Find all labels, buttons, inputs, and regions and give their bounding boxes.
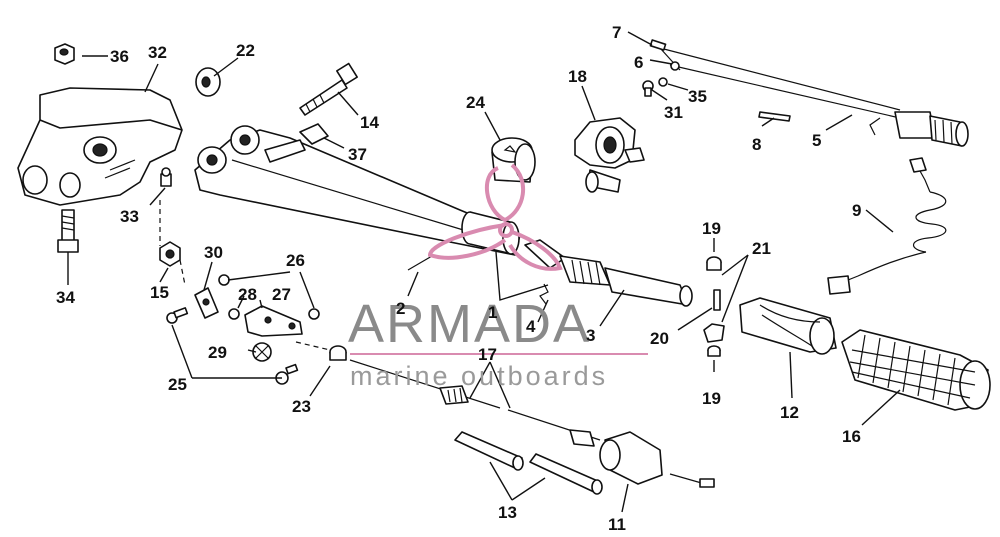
callout-19-bottom: 19 [702,389,721,408]
weight-11 [599,431,663,485]
callout-35: 35 [688,87,707,106]
pin-20 [713,289,721,311]
washer-26-right [308,308,320,320]
callout-22: 22 [236,41,255,60]
callout-1: 1 [488,303,497,322]
pin-2 [407,255,433,271]
callout-19-top: 19 [702,219,721,238]
grease-fitting-33 [160,167,172,187]
callout-29: 29 [208,343,227,362]
washer-22 [195,67,221,97]
callout-30: 30 [204,243,223,262]
cap-21 [703,323,725,343]
washer-28 [228,308,240,320]
leader-lines [67,31,901,513]
callout-32: 32 [148,43,167,62]
spacer-23 [329,345,347,361]
screw-31 [642,80,654,97]
spring-4 [539,283,549,305]
callout-11: 11 [608,515,626,534]
washer-35 [658,77,668,87]
callout-8: 8 [752,135,761,154]
screw-25-bottom [275,363,299,385]
bushing-19-bottom [707,345,721,357]
safety-lanyard-9 [827,157,947,295]
callout-17: 17 [478,345,497,364]
watermark-tagline: marine outboards [350,361,608,391]
bracket-27 [244,305,303,337]
callout-labels: 1 2 3 4 5 6 7 8 9 11 12 13 14 15 16 17 1… [56,23,861,534]
clamp-30 [194,287,219,319]
tiller-bracket [17,87,183,206]
callout-20: 20 [650,329,669,348]
callout-7: 7 [612,23,621,42]
callout-33: 33 [120,207,139,226]
bolt-34 [57,209,79,253]
tube-13-right [529,453,603,495]
bushing-19-top [706,256,722,271]
callout-13: 13 [498,503,517,522]
callout-21: 21 [752,239,771,258]
washer-26-left [218,274,230,286]
propeller-logo-icon [427,163,563,271]
nut-15 [159,241,181,267]
callout-9: 9 [852,201,861,220]
callout-34: 34 [56,288,75,307]
callout-25: 25 [168,375,187,394]
clip-37 [299,123,329,145]
callout-23: 23 [292,397,311,416]
callout-27: 27 [272,285,291,304]
nut-36 [54,43,75,65]
throttle-cable-17 [349,359,715,488]
callout-15: 15 [150,283,169,302]
callout-28: 28 [238,285,257,304]
callout-16: 16 [842,427,861,446]
watermark-brand: ARMADA [348,294,591,354]
callout-18: 18 [568,67,587,86]
callout-36: 36 [110,47,129,66]
assembly-guides [159,200,331,351]
callout-24: 24 [466,93,485,112]
callout-12: 12 [780,403,799,422]
callout-31: 31 [664,103,683,122]
cup-24 [491,137,536,183]
callout-37: 37 [348,145,367,164]
callout-14: 14 [360,113,379,132]
friction-knob-18 [574,117,645,193]
stop-switch-assembly-5 [649,39,969,147]
callout-3: 3 [586,326,595,345]
gear-29 [252,342,272,362]
callout-5: 5 [812,131,821,150]
callout-26: 26 [286,251,305,270]
tiller-arm [194,125,521,256]
callout-6: 6 [634,53,643,72]
callout-2: 2 [396,299,405,318]
pin-8 [758,111,791,122]
bolt-14 [299,62,358,116]
screw-25-top [166,307,189,324]
handle-grip-16 [841,329,991,411]
tube-13-left [454,431,524,471]
callout-4: 4 [526,317,536,336]
armada-watermark: ARMADA marine outboards [348,163,648,391]
throttle-grip-12 [739,297,837,355]
